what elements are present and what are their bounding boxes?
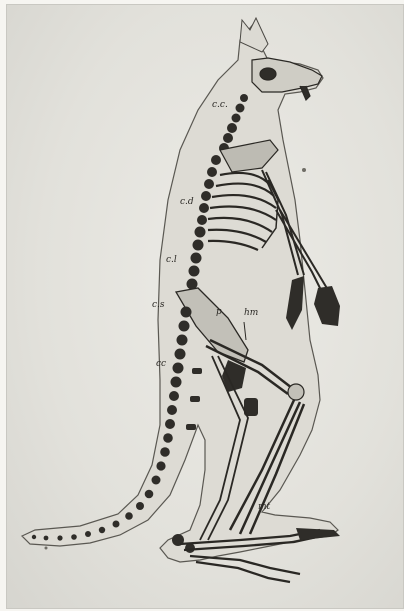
label-caudal: cc [156, 360, 166, 369]
fore-paw-right [314, 286, 340, 326]
label-dorsal: c.d [180, 198, 194, 207]
paper-spot [45, 547, 48, 550]
knee-joint [288, 384, 304, 400]
label-metatarsal: mt [258, 503, 270, 512]
label-sacral: c.s [152, 301, 165, 310]
label-pelvis: p [216, 308, 222, 317]
label-cervical: c.c. [212, 101, 228, 110]
label-lumbar: c.l [166, 256, 177, 265]
paper-spot [302, 168, 306, 172]
label-femur: hm [244, 309, 258, 318]
